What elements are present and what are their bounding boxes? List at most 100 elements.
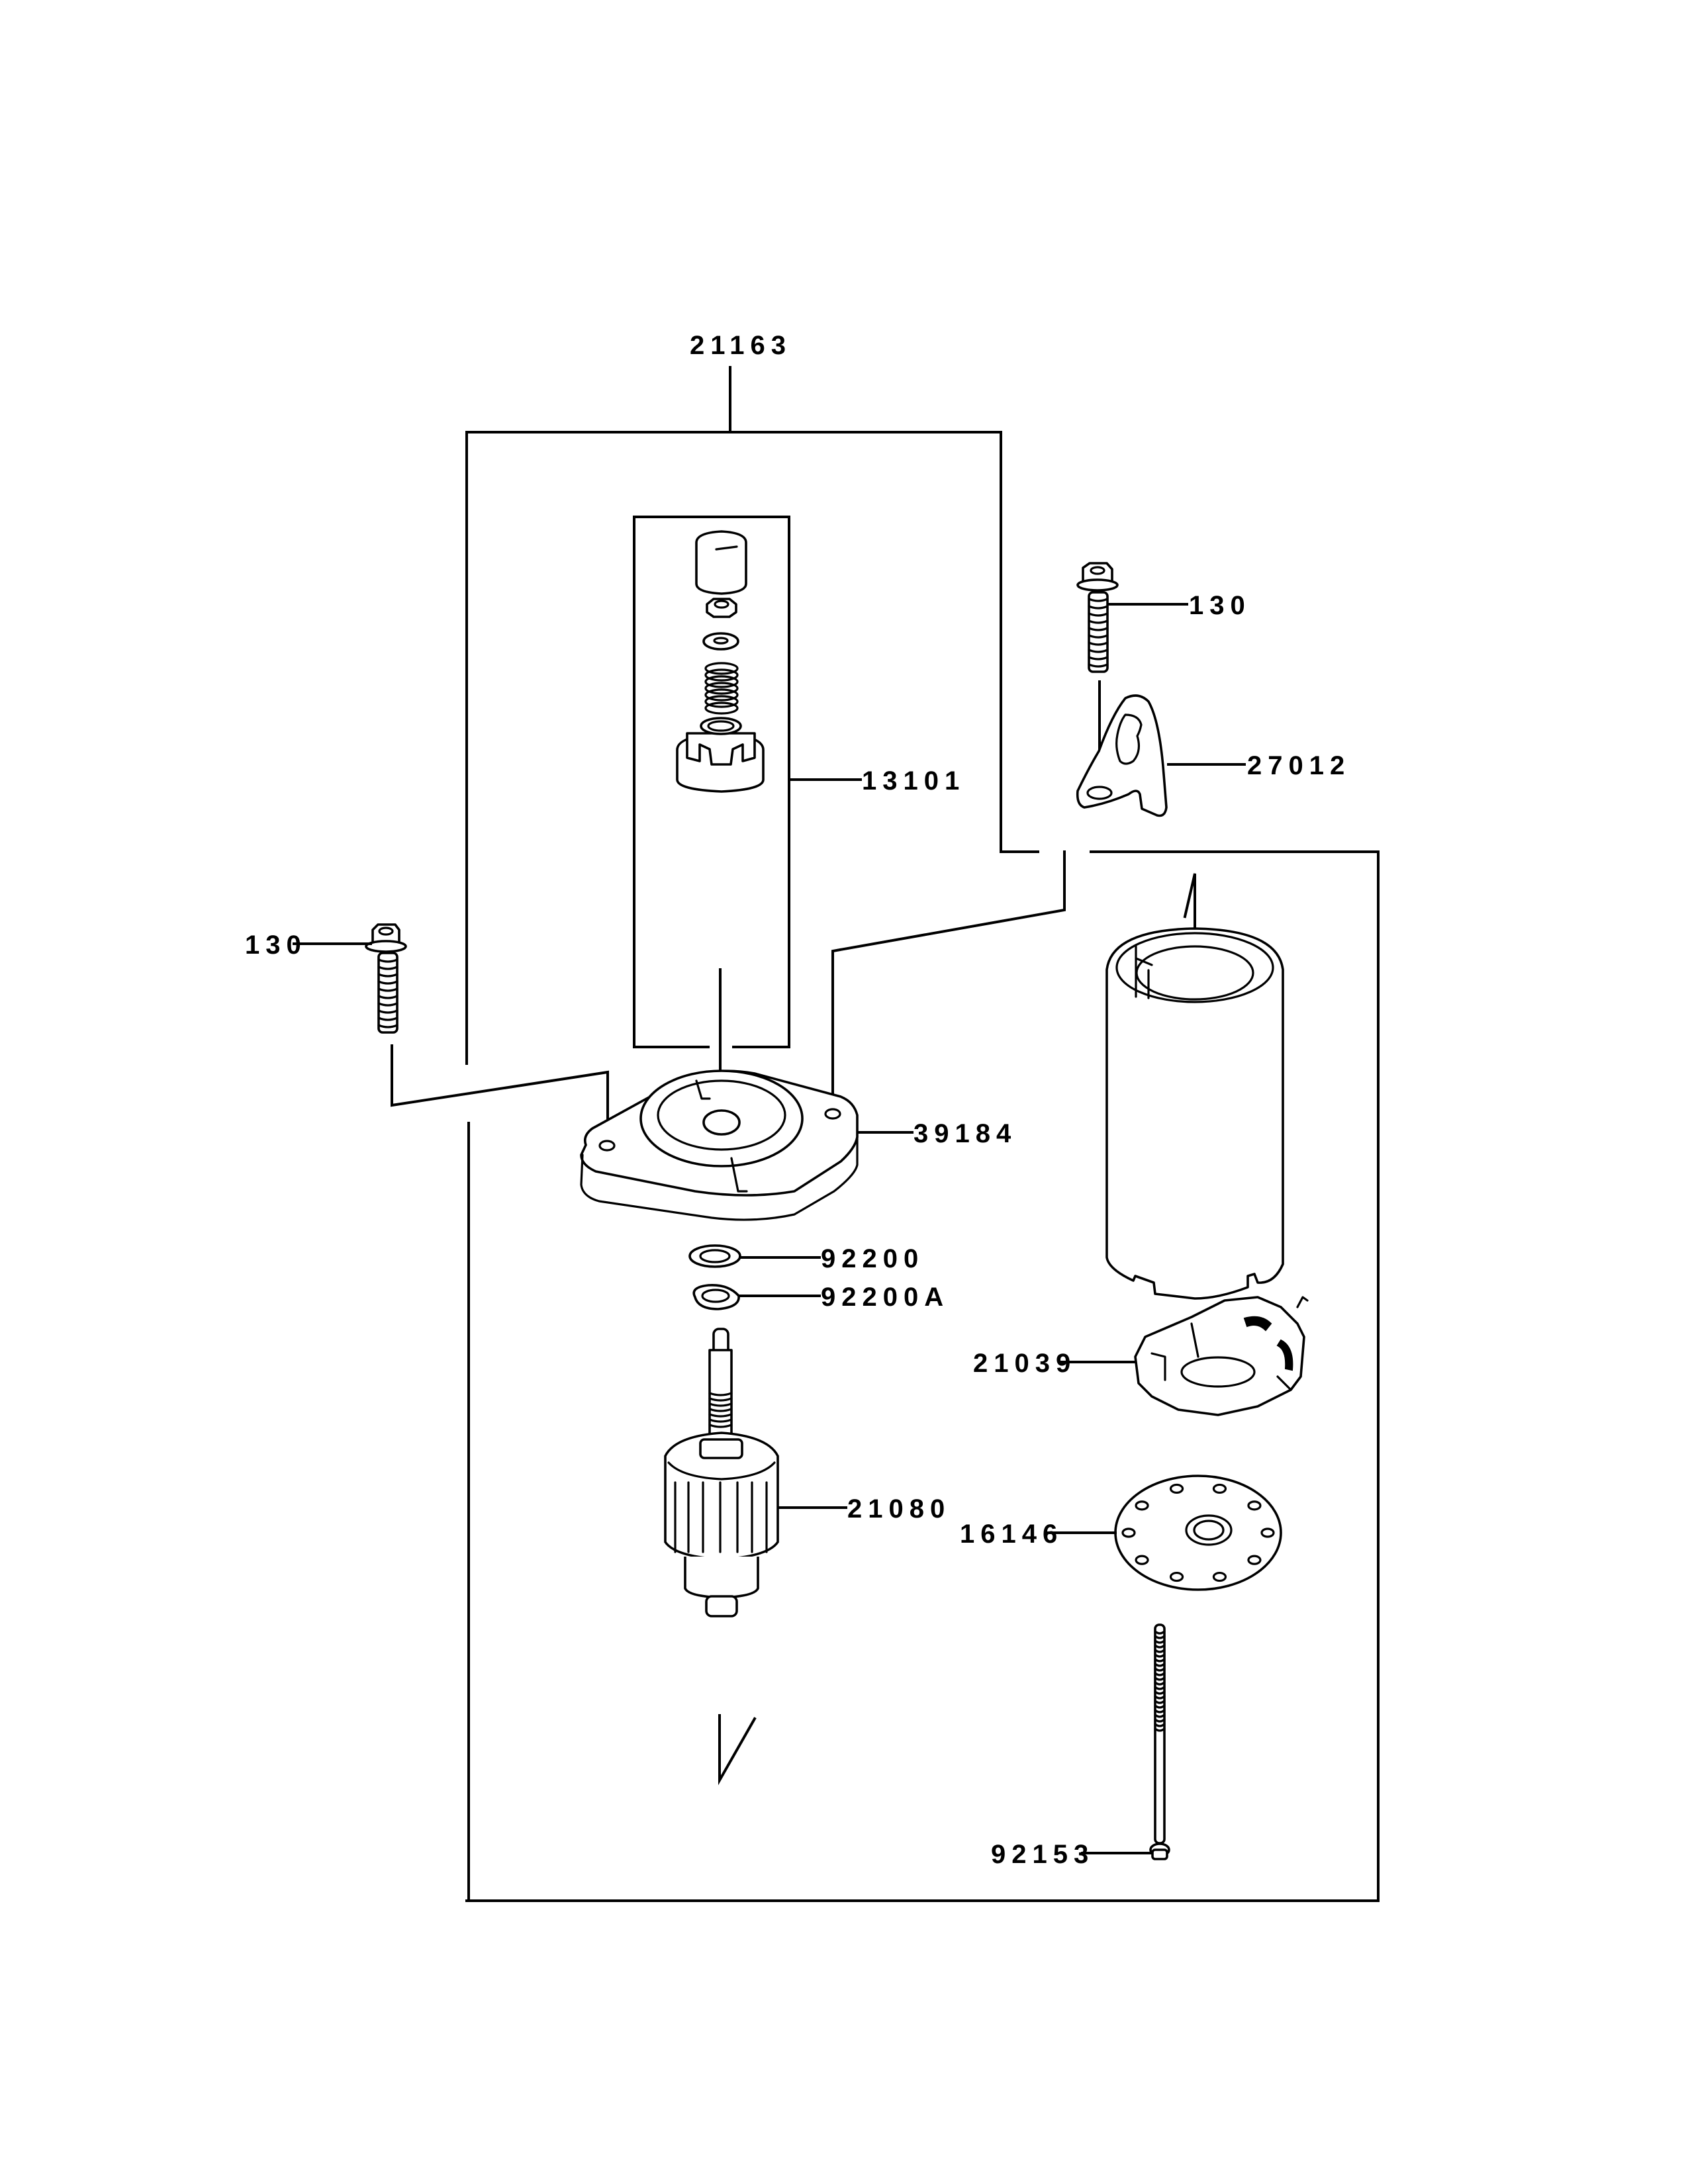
thread-line (1088, 619, 1109, 624)
pinion-stop-collar (695, 530, 747, 595)
thread-line (1088, 649, 1109, 653)
thread-line (377, 987, 399, 992)
armature-axis-leader (718, 1714, 757, 1786)
spring-coil (704, 662, 739, 675)
thread-line (1154, 1686, 1166, 1690)
pinion-box-outline (633, 516, 790, 1048)
thread-line (1154, 1695, 1166, 1700)
thread-line (377, 1024, 399, 1028)
pinion-spring (704, 662, 739, 715)
thread-line (1154, 1681, 1166, 1686)
thread-line (1154, 1667, 1166, 1672)
thread-line (1154, 1676, 1166, 1681)
thread-line (708, 1408, 733, 1412)
callout-bolt-right: 130 (1189, 591, 1251, 620)
thread-line (708, 1392, 733, 1396)
brush-holder (1058, 1296, 1309, 1416)
bracket-path-leader (831, 850, 1066, 1110)
front-cover (580, 1069, 914, 1221)
bolt-left (293, 923, 609, 1146)
spring-coil (704, 695, 739, 708)
spring-coil (704, 668, 739, 682)
callout-pinion-kit: 13101 (862, 766, 965, 796)
thread-line (377, 973, 399, 978)
end-plate-hole (1135, 1555, 1149, 1565)
thread-line (1154, 1649, 1166, 1653)
thread-line (1154, 1662, 1166, 1667)
yoke-housing (1105, 873, 1284, 1300)
thread-line (377, 958, 399, 963)
spring-coil (704, 702, 739, 715)
thread-line (708, 1418, 733, 1423)
thread-line (377, 1017, 399, 1021)
washer-92200 (688, 1244, 821, 1268)
callout-washer-a: 92200A (821, 1283, 949, 1312)
through-bolt (1081, 1623, 1170, 1860)
thread-line (1154, 1718, 1166, 1723)
thread-line (1088, 634, 1109, 639)
thread-line (1154, 1635, 1166, 1639)
callout-bracket: 27012 (1247, 751, 1350, 780)
thread-line (1154, 1690, 1166, 1695)
thread-line (1088, 663, 1109, 668)
end-plate-hole (1212, 1571, 1227, 1582)
thread-line (377, 995, 399, 999)
bolt-left-path-leader (391, 1044, 609, 1146)
bolt-right (1076, 562, 1188, 802)
pinion-nut (706, 598, 737, 618)
callout-assembly: 21163 (690, 331, 792, 360)
thread-line (1154, 1672, 1166, 1676)
end-plate-hole (1247, 1555, 1262, 1565)
callout-front-cover: 39184 (914, 1119, 1017, 1148)
thread-line (1154, 1644, 1166, 1649)
armature-core (664, 1432, 779, 1561)
pinion-kit-box (633, 516, 862, 1073)
thread-line (377, 966, 399, 970)
end-plate-hole (1212, 1483, 1227, 1494)
thread-line (377, 1009, 399, 1014)
thread-line (1154, 1727, 1166, 1732)
callout-washer: 92200 (821, 1244, 924, 1273)
end-plate-hole (1247, 1500, 1262, 1511)
callout-armature: 21080 (847, 1494, 951, 1524)
end-plate-hole (1169, 1571, 1184, 1582)
thread-line (1154, 1723, 1166, 1727)
thread-line (1088, 598, 1109, 602)
thread-line (1154, 1700, 1166, 1704)
thread-line (708, 1397, 733, 1402)
spring-coil (704, 688, 739, 702)
thread-line (1088, 641, 1109, 646)
thread-line (377, 1002, 399, 1007)
thread-line (1154, 1658, 1166, 1662)
thread-line (1154, 1704, 1166, 1709)
armature-commutator (684, 1557, 759, 1599)
callout-end-plate: 16146 (960, 1520, 1063, 1549)
mounting-bracket (831, 694, 1246, 1110)
end-plate-hole (1121, 1527, 1136, 1538)
end-plate-hole (1169, 1483, 1184, 1494)
callout-bolt-left: 130 (245, 931, 307, 960)
thread-line (1154, 1639, 1166, 1644)
thread-line (708, 1424, 733, 1428)
armature (664, 1328, 847, 1786)
thread-line (1154, 1713, 1166, 1718)
callout-through-bolt: 92153 (991, 1840, 1094, 1869)
assembly-frame (465, 366, 1380, 1902)
thread-line (708, 1413, 733, 1418)
washer-92200A (692, 1284, 821, 1310)
thread-line (377, 980, 399, 985)
thread-line (1154, 1709, 1166, 1713)
end-plate-hole (1260, 1527, 1275, 1538)
spring-coil (704, 682, 739, 695)
thread-line (1088, 605, 1109, 610)
thread-line (1154, 1653, 1166, 1658)
thread-line (1088, 627, 1109, 631)
thread-line (708, 1402, 733, 1407)
pinion-washer (702, 632, 739, 651)
end-plate-hole (1135, 1500, 1149, 1511)
spring-coil (704, 675, 739, 688)
thread-line (1088, 656, 1109, 660)
thread-line (1088, 612, 1109, 617)
pinion-gear (676, 717, 765, 793)
